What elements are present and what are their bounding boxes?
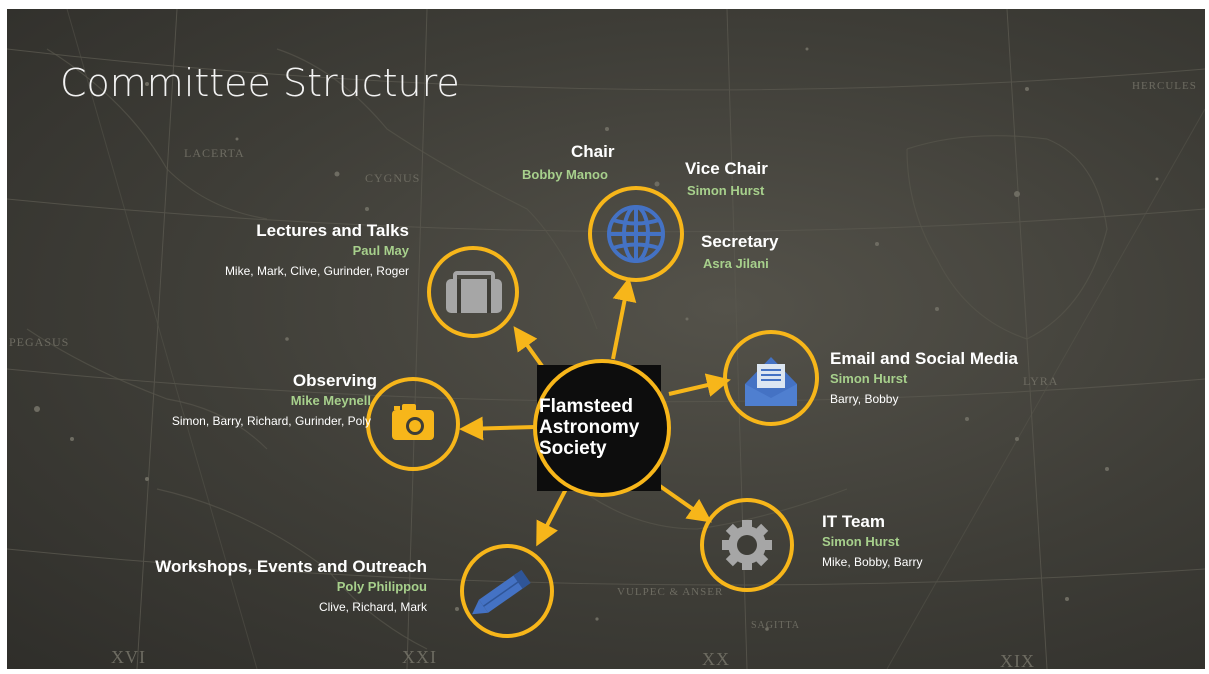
chair-lead: Bobby Manoo	[522, 167, 608, 182]
ring-observing	[366, 377, 460, 471]
map-label-roman-a: XVI	[111, 647, 146, 667]
map-label-hercules: HERCULES	[1132, 80, 1197, 92]
email-members: Barry, Bobby	[830, 392, 899, 406]
center-line-1: Flamsteed	[539, 396, 633, 417]
map-label-lacerta: LACERTA	[184, 146, 245, 160]
it-members: Mike, Bobby, Barry	[822, 555, 923, 569]
connector-chair	[611, 277, 637, 360]
map-label-roman-d: XIX	[1000, 651, 1035, 669]
envelope-icon	[745, 357, 797, 406]
observing-role: Observing	[292, 371, 377, 390]
connector-observing	[459, 416, 536, 441]
ring-workshops	[460, 544, 554, 638]
vice-chair-block: Vice Chair Simon Hurst	[685, 159, 768, 201]
lectures-block: Lectures and Talks Paul May Mike, Mark, …	[225, 221, 409, 281]
chair-block: Chair Bobby Manoo	[522, 142, 615, 185]
globe-icon	[607, 205, 665, 263]
it-block: IT Team Simon Hurst Mike, Bobby, Barry	[822, 512, 922, 572]
map-label-lyra: LYRA	[1023, 374, 1059, 388]
workshops-role: Workshops, Events and Outreach	[155, 557, 427, 576]
workshops-lead: Poly Philippou	[336, 579, 427, 594]
connector-workshops	[536, 486, 569, 547]
lectures-lead: Paul May	[352, 243, 409, 258]
observing-members: Simon, Barry, Richard, Gurinder, Poly	[171, 414, 371, 428]
observing-lead: Mike Meynell	[290, 393, 371, 408]
committee-diagram	[366, 186, 819, 638]
map-label-cygnus: CYGNUS	[365, 171, 421, 185]
lectures-members: Mike, Mark, Clive, Gurinder, Roger	[224, 264, 409, 278]
email-block: Email and Social Media Simon Hurst Barry…	[830, 349, 1018, 409]
map-label-pegasus: PEGASUS	[9, 335, 70, 349]
workshops-block: Workshops, Events and Outreach Poly Phil…	[155, 557, 427, 617]
slide: LACERTA CYGNUS PEGASUS HERCULES LYRA VUL…	[7, 9, 1205, 669]
it-lead: Simon Hurst	[822, 534, 900, 549]
chair-role: Chair	[571, 142, 615, 161]
it-role: IT Team	[822, 512, 885, 531]
email-role: Email and Social Media	[830, 349, 1019, 368]
briefcase-icon	[446, 271, 502, 313]
vice-chair-lead: Simon Hurst	[687, 183, 765, 198]
map-label-roman-c: XX	[702, 649, 730, 669]
map-label-sagitta: SAGITTA	[751, 620, 800, 631]
connector-email	[668, 373, 731, 397]
connector-it	[655, 482, 712, 523]
pencil-icon	[472, 569, 531, 615]
center-line-2: Astronomy	[539, 417, 640, 438]
center-node	[533, 359, 671, 497]
center-line-3: Society	[539, 438, 607, 459]
workshops-members: Clive, Richard, Mark	[318, 600, 427, 614]
secretary-role: Secretary	[701, 232, 779, 251]
ring-lectures	[427, 246, 519, 338]
star-chart-background	[7, 9, 1205, 669]
observing-block: Observing Mike Meynell Simon, Barry, Ric…	[171, 371, 377, 431]
secretary-block: Secretary Asra Jilani	[701, 232, 779, 274]
center-label: Flamsteed Astronomy Society	[539, 396, 661, 459]
map-label-vulpecula: VULPEC & ANSER	[617, 586, 724, 598]
ring-chair	[588, 186, 684, 282]
gear-icon	[722, 520, 772, 570]
lectures-role: Lectures and Talks	[256, 221, 409, 240]
email-lead: Simon Hurst	[830, 371, 908, 386]
ring-it	[700, 498, 794, 592]
vice-chair-role: Vice Chair	[685, 159, 768, 178]
ring-email	[723, 330, 819, 426]
slide-title: Committee Structure	[60, 61, 460, 105]
secretary-lead: Asra Jilani	[703, 256, 769, 271]
camera-icon	[392, 404, 434, 440]
map-label-roman-b: XXI	[402, 647, 437, 667]
